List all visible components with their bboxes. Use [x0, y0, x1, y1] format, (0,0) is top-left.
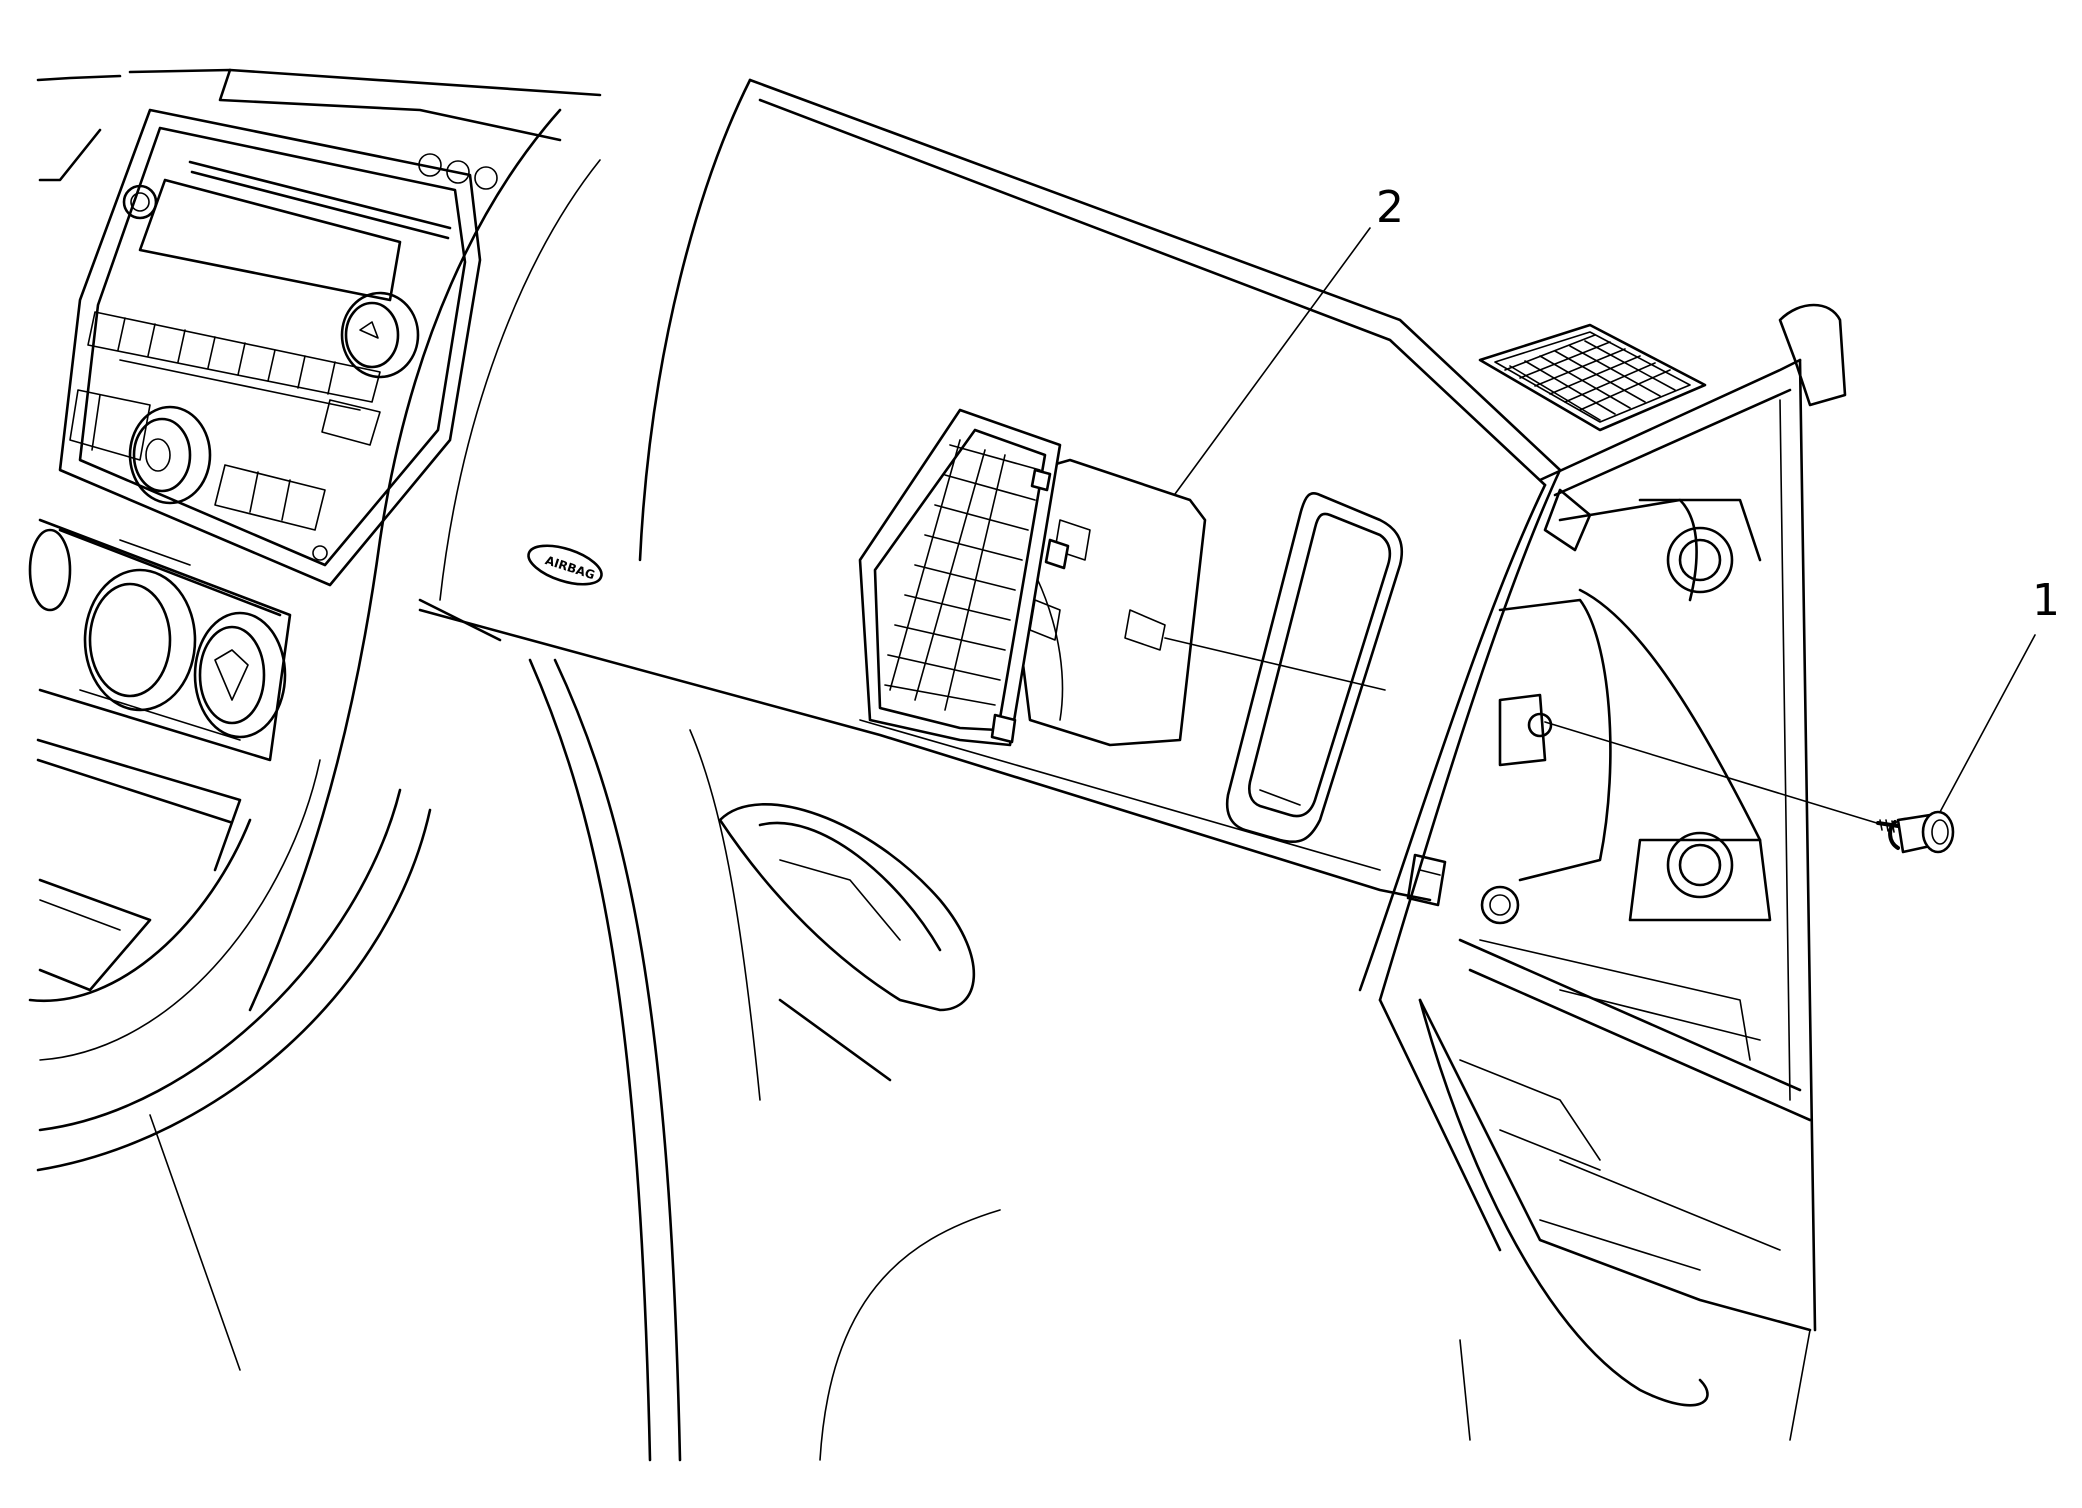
right-side-panel	[718, 358, 1817, 1441]
fastener-bolt	[1876, 810, 1955, 854]
tune-knob	[128, 405, 212, 505]
air-outlet	[858, 408, 1207, 747]
hvac-controls	[28, 518, 292, 762]
alignment-line-outlet	[1164, 637, 1386, 691]
volume-knob	[340, 291, 420, 379]
speaker-grille-mesh	[1504, 334, 1676, 421]
center-bezel-edge	[248, 108, 562, 1012]
outlet-louvers	[884, 439, 1041, 711]
center-stack-radio	[36, 68, 602, 587]
leader-line-1	[1939, 634, 2036, 813]
preset-buttons	[87, 311, 381, 411]
callout-1: 1	[2032, 575, 2060, 626]
alignment-line-bolt	[1544, 721, 1881, 825]
outlet-opening	[1225, 491, 1404, 844]
airbag-emblem: AIRBAG	[527, 544, 603, 586]
instrument-panel-upper	[418, 78, 1562, 1462]
leader-line-2	[1174, 227, 1371, 495]
callout-2: 2	[1376, 182, 1404, 233]
speaker-grille	[1478, 323, 1707, 432]
leader-lines	[1164, 227, 2036, 825]
hvac-module	[1406, 303, 1847, 1061]
lower-console	[28, 738, 432, 1371]
